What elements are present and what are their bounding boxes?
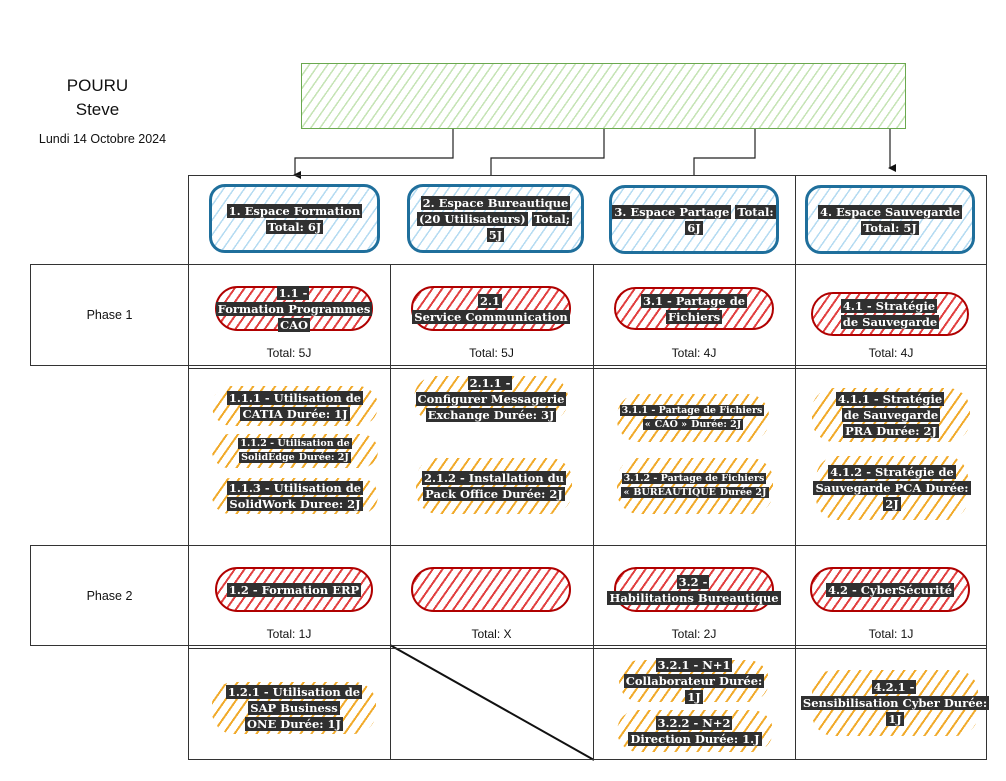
task-label: 4.2.1 - Sensibilisation — [801, 680, 916, 710]
space-4-box: 4. Espace Sauvegarde Total: 5J — [805, 185, 975, 254]
task-label: CAO » — [653, 419, 689, 430]
phase-1-label: Phase 1 — [86, 308, 133, 322]
space-1-box: 1. Espace Formation Total: 6J — [209, 184, 380, 253]
task-duration: Durée: 2J — [501, 487, 564, 501]
space-label-line: 1. Espace Formation — [227, 203, 362, 218]
lot-label-line: 3.2 - Habilitations — [608, 574, 709, 605]
col-divider — [390, 264, 391, 760]
connector-space-2 — [490, 129, 605, 175]
project-root-box — [301, 63, 906, 129]
lot-label-line: Programmes CAO — [278, 301, 372, 332]
document-date: Lundi 14 Octobre 2024 — [38, 132, 167, 146]
row-divider — [188, 648, 987, 649]
task-3-1-1: 3.1.1 - Partage de Fichiers «CAO »Durée:… — [617, 394, 769, 442]
task-label: 4.1.2 - — [829, 465, 872, 479]
na-diagonal — [389, 644, 595, 761]
space-label-line: (20 Utilisateurs) — [417, 211, 527, 226]
space-3-box: 3. Espace Partage Total: 6J — [609, 185, 779, 254]
task-label: Cyber — [901, 696, 941, 710]
phase-2-label: Phase 2 — [86, 588, 133, 603]
lot-4-2-total: Total: 1J — [868, 627, 914, 641]
lot-2-2-total: Total: X — [471, 627, 512, 641]
task-duration: Durée: 2J — [875, 424, 938, 438]
space-total: Total: 6J — [266, 219, 323, 234]
lot-label-line: Bureautique — [696, 590, 780, 605]
col-divider — [30, 545, 31, 645]
task-duration: Durée: 2J — [690, 419, 743, 430]
lot-label-line: 4.2 - CyberSécurité — [826, 582, 954, 597]
col-divider — [593, 264, 594, 760]
space-2-box: 2. Espace Bureautique (20 Utilisateurs) … — [407, 184, 584, 253]
task-duration: Durée 2J — [718, 487, 768, 498]
task-3-1-2: 3.1.2 - Partage de Fichiers «BUREAUTIQUE… — [617, 458, 773, 514]
lot-label-line: Communication — [464, 309, 569, 324]
row-divider — [30, 545, 987, 546]
lot-label-line: Sauvegarde — [861, 315, 939, 329]
space-label-line: 4. Espace Sauvegarde — [818, 204, 962, 219]
task-duration: Durée: 3J — [492, 408, 556, 422]
space-total: Total: 5J — [862, 220, 918, 235]
row-divider — [30, 264, 987, 265]
lot-2-2-box — [411, 567, 571, 612]
row-divider — [188, 368, 987, 369]
task-label: Office — [458, 487, 500, 501]
col-divider — [795, 175, 796, 760]
space-label-line: 3. Espace Partage — [613, 204, 731, 219]
col-divider — [30, 264, 31, 365]
lot-3-2-total: Total: 2J — [671, 627, 717, 641]
lot-1-1-total: Total: 5J — [266, 346, 312, 360]
row-divider — [30, 645, 987, 646]
connector-space-1 — [293, 129, 454, 179]
lot-1-2-total: Total: 1J — [266, 627, 312, 641]
wbs-table — [188, 175, 987, 760]
task-label: PCA — [893, 481, 923, 495]
lot-3-1-total: Total: 4J — [671, 346, 717, 360]
lot-2-1-total: Total: 5J — [469, 346, 514, 360]
task-label: 3.2.1 - N+1 Collaborateur — [624, 658, 732, 688]
lot-3-1-box: 3.1 - Partage de Fichiers — [614, 287, 774, 330]
task-duration: Durée: 2J — [297, 452, 350, 463]
task-duration: Durée: 1J — [285, 407, 349, 421]
lot-label-line: 1.2 - Formation ERP — [227, 582, 361, 597]
connector-space-3 — [693, 129, 756, 175]
task-duration: Durée: 1J — [279, 717, 342, 731]
space-label-line: 2. Espace Bureautique — [421, 195, 570, 210]
row-divider — [30, 365, 987, 366]
lot-1-2-box: 1.2 - Formation ERP — [215, 567, 373, 612]
author-last-name: POURU — [66, 76, 129, 95]
author-first-name: Steve — [75, 100, 120, 119]
lot-4-1-total: Total: 4J — [868, 346, 914, 360]
lot-4-2-box: 4.2 - CyberSécurité — [810, 567, 970, 612]
task-duration: Durée: 1.J — [693, 732, 761, 746]
task-label: BUREAUTIQUE — [632, 487, 717, 498]
task-duration: Duree: 2J — [298, 497, 362, 511]
lot-label-line: 3.1 - Partage de Fichiers — [641, 293, 747, 324]
